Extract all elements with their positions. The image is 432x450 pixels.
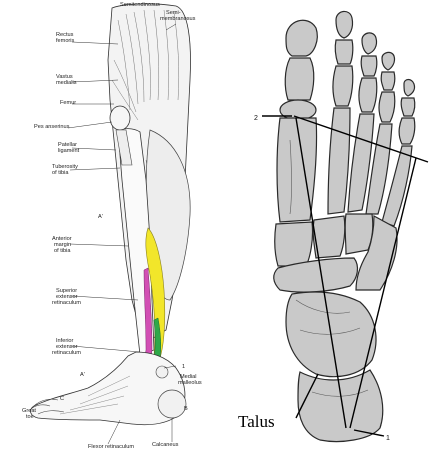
- phalanx-5-distal: [404, 80, 415, 97]
- calcaneus-label: Calcaneus: [152, 442, 179, 448]
- anterior-margin-label-line3: of tibia: [54, 248, 71, 254]
- medial-cuneiform: [275, 222, 313, 266]
- foot-skeleton: [274, 11, 415, 441]
- phalanx-4-distal: [382, 52, 395, 70]
- marker-1-label: 1: [386, 435, 390, 442]
- flexor-retinaculum-label: Flexor retinaculum: [88, 444, 134, 450]
- calcaneus-bone: [158, 390, 186, 418]
- phalanx-2-middle: [335, 40, 353, 64]
- marker-b: B: [184, 406, 188, 412]
- phalanx-4-middle: [381, 72, 395, 90]
- semimembranosus-label-line2: membranosus: [160, 16, 196, 22]
- vastus-medialis-label-line2: medialis: [56, 80, 77, 86]
- femur-label: Femur: [60, 100, 76, 106]
- phalanx-5-middle: [401, 98, 415, 116]
- marker-c: C: [60, 396, 64, 402]
- superior-retinaculum-label-line3: retinaculum: [52, 300, 81, 306]
- phalanx-3-proximal: [359, 78, 377, 112]
- tuberosity-label-line2: of tibia: [52, 170, 69, 176]
- leg-illustration: Semitendinosus Rectus femoris Semi- memb…: [22, 2, 202, 450]
- great-toe-label-line2: toe: [26, 414, 34, 420]
- metatarsal-2: [328, 108, 350, 214]
- talus-label: Talus: [238, 412, 275, 431]
- phalanx-hallux-proximal: [285, 58, 314, 100]
- marker-1: 1: [182, 364, 185, 370]
- patella: [110, 106, 130, 130]
- inferior-retinaculum-label-line3: retinaculum: [52, 350, 81, 356]
- phalanx-3-middle: [361, 56, 377, 76]
- marker-a-upper: A': [98, 214, 103, 220]
- phalanx-hallux-distal: [286, 20, 317, 56]
- phalanx-5-proximal: [399, 118, 415, 144]
- phalanx-2-distal: [336, 11, 353, 38]
- phalanx-3-distal: [362, 33, 377, 54]
- marker-a-lower: A': [80, 372, 85, 378]
- marker-2-label: 2: [254, 115, 258, 122]
- medial-malleolus-label-line2: malleolus: [178, 380, 202, 386]
- rectus-femoris-label-line2: femoris: [56, 38, 75, 44]
- phalanx-4-proximal: [379, 92, 395, 122]
- phalanx-2-proximal: [333, 66, 353, 106]
- semitendinosus-label: Semitendinosus: [120, 2, 160, 8]
- pes-anserinus-label: Pes anserinus: [34, 124, 70, 130]
- patellar-ligament-label-line2: ligament: [58, 148, 80, 154]
- calcaneus-skeleton: [298, 370, 383, 442]
